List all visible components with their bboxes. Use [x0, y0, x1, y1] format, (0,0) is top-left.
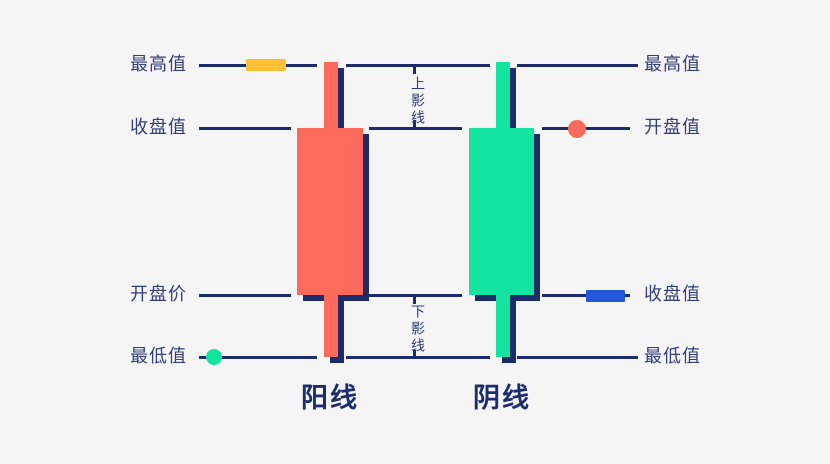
high-line-middle: [346, 64, 490, 67]
open-value-marker: [568, 120, 586, 138]
bullish-upper-wick: [324, 62, 338, 128]
close-line-left: [199, 127, 291, 130]
right-label-close: 收盘值: [644, 284, 701, 305]
right-label-open: 开盘值: [644, 117, 701, 138]
high-line-right: [517, 64, 638, 67]
body-top-line-middle: [369, 127, 462, 130]
low-line-middle: [346, 356, 490, 359]
low-value-marker: [206, 349, 222, 365]
upper-shadow-bottom-tick: [413, 120, 416, 127]
right-label-high: 最高值: [644, 54, 701, 75]
bullish-body: [297, 128, 363, 295]
lower-shadow-top-tick: [413, 297, 416, 304]
body-bottom-line-middle: [369, 294, 462, 297]
upper-shadow-top-tick: [413, 67, 416, 74]
high-value-marker: [246, 59, 286, 71]
open-line-right: [542, 127, 630, 130]
left-label-open: 开盘价: [130, 284, 187, 305]
bullish-candle-title: 阳线: [301, 383, 359, 414]
bearish-lower-wick: [496, 295, 510, 357]
open-line-left: [199, 294, 291, 297]
right-label-low: 最低值: [644, 346, 701, 367]
low-line-left: [199, 356, 317, 359]
lower-shadow-label: 下影线: [409, 304, 425, 355]
lower-shadow-bottom-tick: [413, 350, 416, 357]
bearish-candle-title: 阴线: [473, 383, 531, 414]
bearish-body: [469, 128, 534, 295]
left-label-close: 收盘值: [130, 117, 187, 138]
bearish-upper-wick: [496, 62, 510, 128]
bullish-lower-wick: [324, 295, 338, 357]
left-label-low: 最低值: [130, 346, 187, 367]
upper-shadow-label: 上影线: [409, 76, 425, 127]
low-line-right: [517, 356, 638, 359]
close-value-marker: [586, 290, 625, 302]
left-label-high: 最高值: [130, 54, 187, 75]
